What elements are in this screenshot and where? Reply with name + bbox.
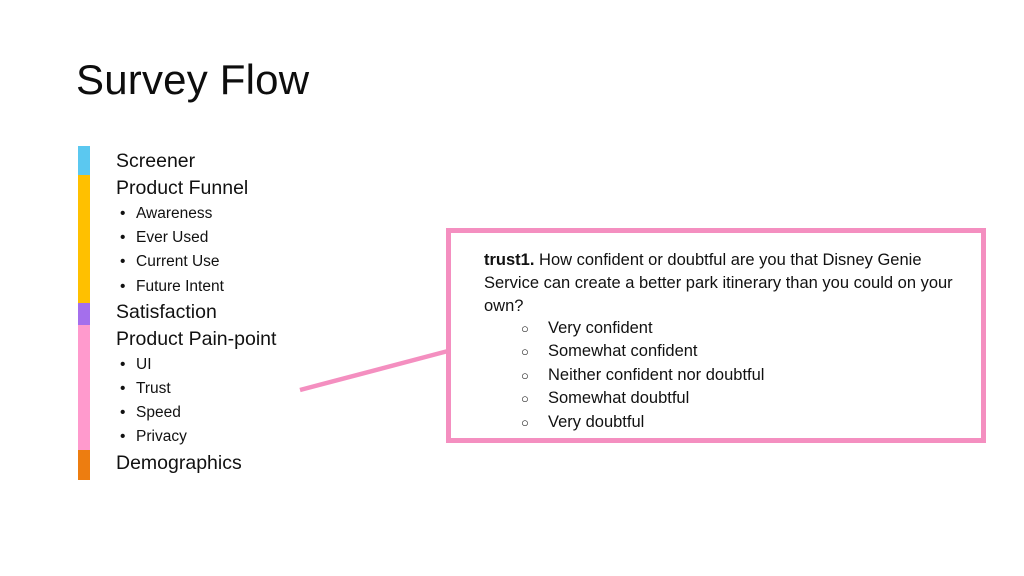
color-bar-segment-product-funnel [78,175,90,303]
option-row[interactable]: ○ Somewhat doubtful [521,387,961,410]
option-label: Neither confident nor doubtful [548,365,765,384]
bullet-icon: • [120,277,126,295]
callout-question-text: trust1. How confident or doubtful are yo… [484,249,971,318]
flow-subitem-trust: • Trust [116,377,416,401]
bullet-icon: • [120,404,126,422]
bullet-icon: • [120,229,126,247]
question-callout-box: trust1. How confident or doubtful are yo… [446,228,986,443]
option-label: Somewhat confident [548,342,698,361]
question-body: How confident or doubtful are you that D… [484,251,953,315]
radio-circle-icon[interactable]: ○ [521,344,529,360]
option-label: Somewhat doubtful [548,389,690,408]
flow-subitem-ui: • UI [116,353,416,377]
flow-subitem-label: Ever Used [136,229,209,247]
option-row[interactable]: ○ Very confident [521,317,961,340]
page-title: Survey Flow [76,56,310,103]
flow-section-satisfaction: Satisfaction [116,300,217,323]
radio-circle-icon[interactable]: ○ [521,367,529,383]
color-bar-segment-screener [78,146,90,175]
flow-subitem-awareness: • Awareness [116,202,416,226]
flow-subitem-privacy: • Privacy [116,425,416,449]
flow-section-product-pain-point: Product Pain-point [116,327,277,350]
option-label: Very confident [548,319,653,337]
bullet-icon: • [120,380,126,398]
bullet-icon: • [120,253,126,271]
question-code: trust1. [484,251,535,269]
flow-section-screener: Screener [116,150,196,172]
flow-subitem-label: Trust [136,380,171,398]
flow-section-demographics: Demographics [116,451,242,474]
radio-circle-icon[interactable]: ○ [521,414,529,430]
bullet-icon: • [120,205,126,222]
flow-subitem-label: Awareness [136,205,213,222]
flow-subitem-current-use: • Current Use [116,250,416,274]
color-bar-segment-satisfaction [78,303,90,325]
flow-subitem-label: Speed [136,404,181,422]
flow-subitem-label: Privacy [136,428,187,446]
flow-subitem-label: UI [136,355,152,373]
option-row[interactable]: ○ Very doubtful [521,411,961,434]
callout-option-list: ○ Very confident ○ Somewhat confident ○ Neith… [521,317,961,434]
option-row[interactable]: ○ Neither confident nor doubtful [521,364,961,387]
flow-subitem-label: Future Intent [136,277,224,295]
bullet-icon: • [120,355,126,373]
flow-subitem-label: Current Use [136,253,220,271]
color-bar-segment-pain-point [78,325,90,450]
flow-color-bar [78,146,90,480]
bullet-icon: • [120,428,126,446]
flow-subitem-ever-used: • Ever Used [116,226,416,250]
color-bar-segment-demographics [78,450,90,480]
radio-circle-icon[interactable]: ○ [521,391,529,407]
option-label: Very doubtful [548,412,645,431]
flow-subitem-future-intent: • Future Intent [116,275,416,299]
flow-section-product-funnel: Product Funnel [116,177,249,199]
flow-subitem-speed: • Speed [116,401,416,425]
radio-circle-icon[interactable]: ○ [521,321,529,336]
option-row[interactable]: ○ Somewhat confident [521,340,961,363]
